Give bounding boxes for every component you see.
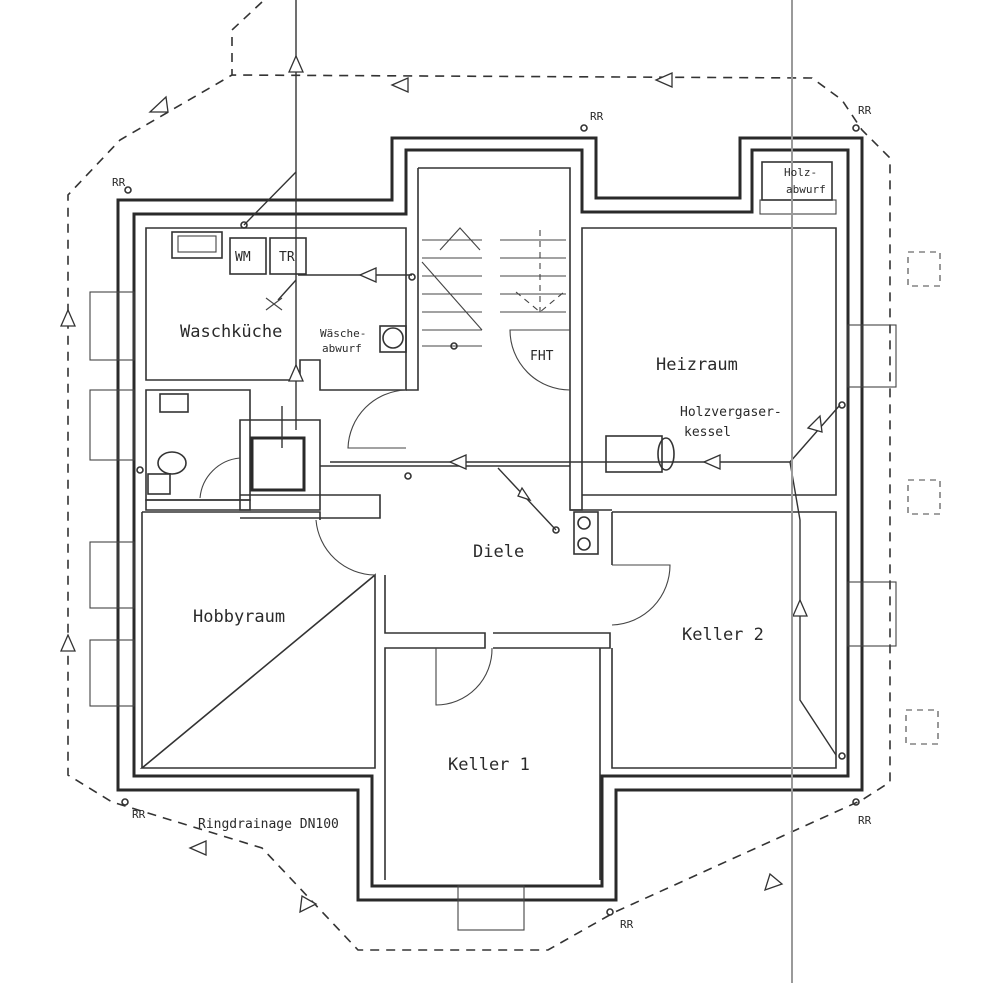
drainage-arrow	[60, 308, 76, 327]
rr-label: RR	[858, 104, 872, 117]
label-kessel-2: kessel	[684, 425, 731, 440]
room-labels: Waschküche Heizraum Diele Hobbyraum Kell…	[180, 322, 764, 775]
window	[847, 324, 863, 388]
drain-points	[121, 124, 860, 916]
window	[117, 291, 135, 361]
room-hobbyraum: Hobbyraum	[193, 607, 285, 627]
gas-meter	[573, 511, 599, 555]
window	[89, 541, 119, 609]
door-swing	[347, 389, 407, 449]
window	[861, 324, 897, 388]
label-waesche-1: Wäsche-	[320, 327, 366, 340]
drainage-arrow	[654, 72, 673, 88]
drainage-labels: Ringdrainage DN100 RR RR RR RR RR RR	[112, 104, 872, 931]
interior-walls	[139, 167, 837, 880]
label-holz-1: Holz-	[784, 166, 817, 179]
drainage-arrow	[390, 77, 409, 93]
staircase	[421, 227, 566, 347]
boiler-kettle	[605, 435, 663, 473]
label-kessel-1: Holzvergaser-	[680, 405, 782, 420]
rr-label: RR	[858, 814, 872, 827]
room-waschkueche: Waschküche	[180, 322, 282, 342]
room-keller-2: Keller 2	[682, 625, 764, 645]
drainage-arrow	[148, 95, 169, 113]
drain-pipes	[243, 0, 841, 756]
rr-label: RR	[112, 176, 126, 189]
window	[117, 389, 135, 461]
sink	[171, 231, 223, 259]
fixtures	[147, 161, 833, 555]
door-swing	[315, 519, 376, 576]
doors	[199, 329, 671, 706]
label-holz-2: abwurf	[786, 183, 826, 196]
shower-tray	[250, 436, 306, 492]
door-swing	[611, 564, 671, 626]
tumble-dryer	[269, 237, 307, 275]
dashed-markers	[905, 251, 941, 745]
drainage-arrow	[763, 872, 784, 892]
laundry-chute	[379, 325, 407, 353]
drainage-arrow	[60, 633, 76, 652]
window	[89, 291, 119, 361]
washbasin	[159, 393, 189, 413]
window	[117, 541, 135, 609]
drainage-arrow	[188, 840, 207, 856]
drainage-arrows	[60, 72, 784, 914]
wood-chute	[761, 161, 833, 201]
room-diele: Diele	[473, 542, 524, 562]
window	[89, 639, 119, 707]
door-swing	[435, 647, 493, 706]
fixture-labels: WM TR Wäsche- abwurf FHT Holz- abwurf Ho…	[235, 166, 826, 440]
rr-label: RR	[620, 918, 634, 931]
label-waesche-2: abwurf	[322, 342, 362, 355]
window	[457, 899, 525, 931]
window	[759, 199, 837, 215]
room-keller-1: Keller 1	[448, 755, 530, 775]
rr-label: RR	[132, 808, 146, 821]
label-fht: FHT	[530, 349, 554, 364]
windows	[89, 199, 897, 931]
door-swing	[509, 329, 571, 391]
window	[847, 581, 863, 647]
outer-walls	[116, 136, 864, 902]
toilet	[157, 451, 187, 475]
drainage-title: Ringdrainage DN100	[198, 817, 339, 832]
window	[861, 581, 897, 647]
door-swing	[199, 457, 241, 499]
washing-machine	[229, 237, 267, 275]
rr-label: RR	[590, 110, 604, 123]
window	[457, 885, 525, 901]
drainage-arrow	[299, 894, 318, 914]
label-wm: WM	[235, 250, 251, 265]
label-tr: TR	[279, 250, 295, 265]
window	[89, 389, 119, 461]
window	[117, 639, 135, 707]
room-heizraum: Heizraum	[656, 355, 738, 375]
ring-drainage	[67, 1, 891, 951]
